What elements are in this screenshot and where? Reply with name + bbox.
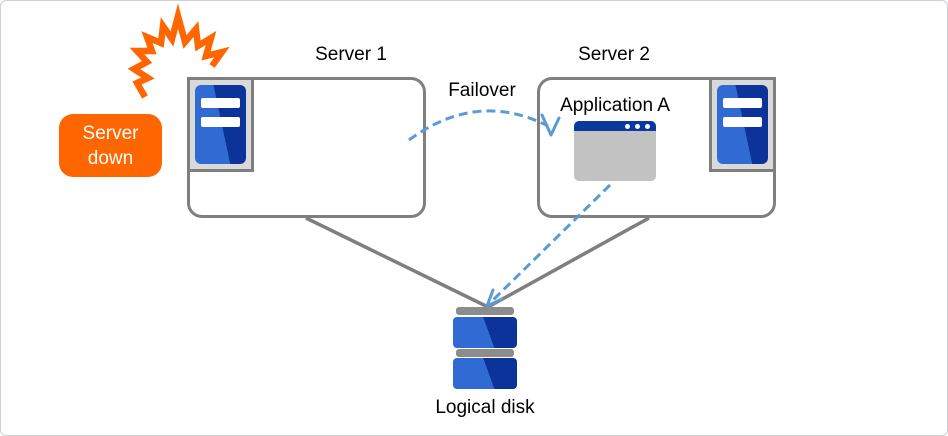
server-tower-icon: [187, 77, 254, 172]
disk-platter: [453, 358, 517, 389]
disk-cap: [456, 307, 514, 315]
server-down-badge-line2: down: [87, 147, 134, 169]
logical-disk-icon: [453, 307, 517, 389]
server-tower-body: [195, 85, 246, 164]
disk-cap: [456, 349, 514, 357]
failover-label: Failover: [448, 80, 516, 101]
crash-burst-icon: [127, 3, 230, 99]
server-drive-bay: [201, 117, 240, 127]
server-drive-bay: [723, 117, 762, 127]
server-down-badge-line1: Server: [82, 122, 139, 144]
server1-label: Server 1: [315, 44, 387, 65]
server-tower-body: [717, 85, 768, 164]
server1-disk-connector: [305, 216, 489, 309]
logical-disk-label: Logical disk: [435, 397, 535, 418]
window-dot: [635, 123, 640, 129]
window-titlebar: [574, 121, 656, 131]
app-disk-arrow: [488, 183, 612, 305]
server-tower-icon: [709, 77, 776, 172]
application-label: Application A: [560, 95, 670, 116]
window-dot: [625, 123, 630, 129]
server2-label: Server 2: [578, 44, 650, 65]
window-dot: [645, 123, 650, 129]
server2-disk-connector: [487, 216, 650, 309]
disk-platter: [453, 317, 517, 348]
app-disk-arrowhead-icon: [485, 288, 504, 308]
server-drive-bay: [201, 98, 240, 108]
server-drive-bay: [723, 98, 762, 108]
failover-arrowhead-icon: [540, 113, 561, 137]
application-window-icon: [574, 121, 656, 181]
server-down-badge: Server down: [59, 114, 162, 177]
failover-arrow: [408, 109, 549, 142]
